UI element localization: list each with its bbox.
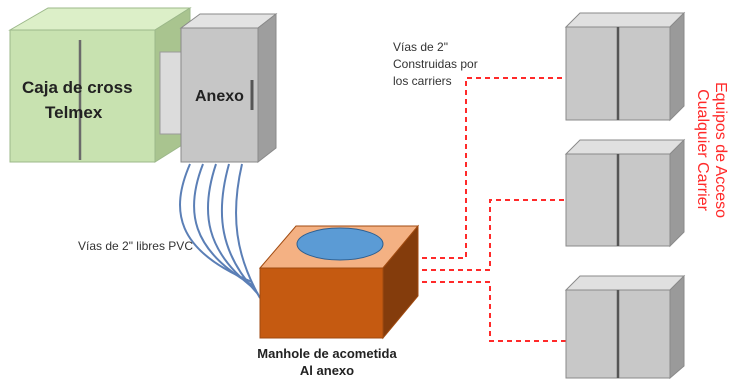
carrier-ducts-label-3: los carriers [393,74,452,88]
cross-box-label-2: Telmex [45,103,103,122]
pvc-cable-5 [235,163,261,299]
manhole-label-2: Al anexo [300,363,354,378]
carrier-ducts-label-2: Construidas por [393,57,478,71]
manhole-opening [296,227,384,261]
pvc-cable-3 [206,163,257,291]
pvc-label: Vías de 2" libres PVC [78,239,193,253]
carrier-cabinet-bottom-lid [564,275,686,291]
vertical-label: Equipos de Acceso Cualquier Carrier [694,82,729,218]
manhole-label-1: Manhole de acometida [257,346,397,361]
carrier-cabinet-top [564,11,686,122]
carrier-duct-middle [422,199,566,271]
carrier-cabinet-middle-lid [564,139,686,155]
carrier-cabinet-bottom-side [669,274,685,380]
carrier-ducts-label-1: Vías de 2" [393,40,448,54]
annex-cabinet: Anexo [179,12,278,164]
carrier-cabinet-middle [564,138,686,248]
pvc-cable-1 [179,163,253,283]
annex-front [180,27,259,163]
carrier-duct-top [422,77,566,259]
cross-box: Caja de cross Telmex [8,7,192,163]
cross-box-connector [159,51,185,135]
carrier-cabinet-middle-side [669,138,685,248]
carrier-cabinet-bottom [564,274,686,380]
carrier-duct-bottom [422,281,566,342]
manhole-front [259,267,384,339]
cross-box-label-1: Caja de cross [22,78,133,97]
manhole [258,224,420,340]
carrier-cabinet-top-side [669,11,685,122]
annex-side [257,12,277,164]
pvc-cable-4 [220,163,259,295]
pvc-cable-2 [192,163,255,287]
pvc-cables [179,163,261,299]
vertical-label-line-2: Cualquier Carrier [694,89,711,211]
vertical-label-line-1: Equipos de Acceso [712,82,729,218]
annex-label: Anexo [195,88,244,105]
carrier-ducts [422,77,566,342]
cross-box-front [9,29,156,163]
carrier-cabinet-top-lid [564,12,686,28]
